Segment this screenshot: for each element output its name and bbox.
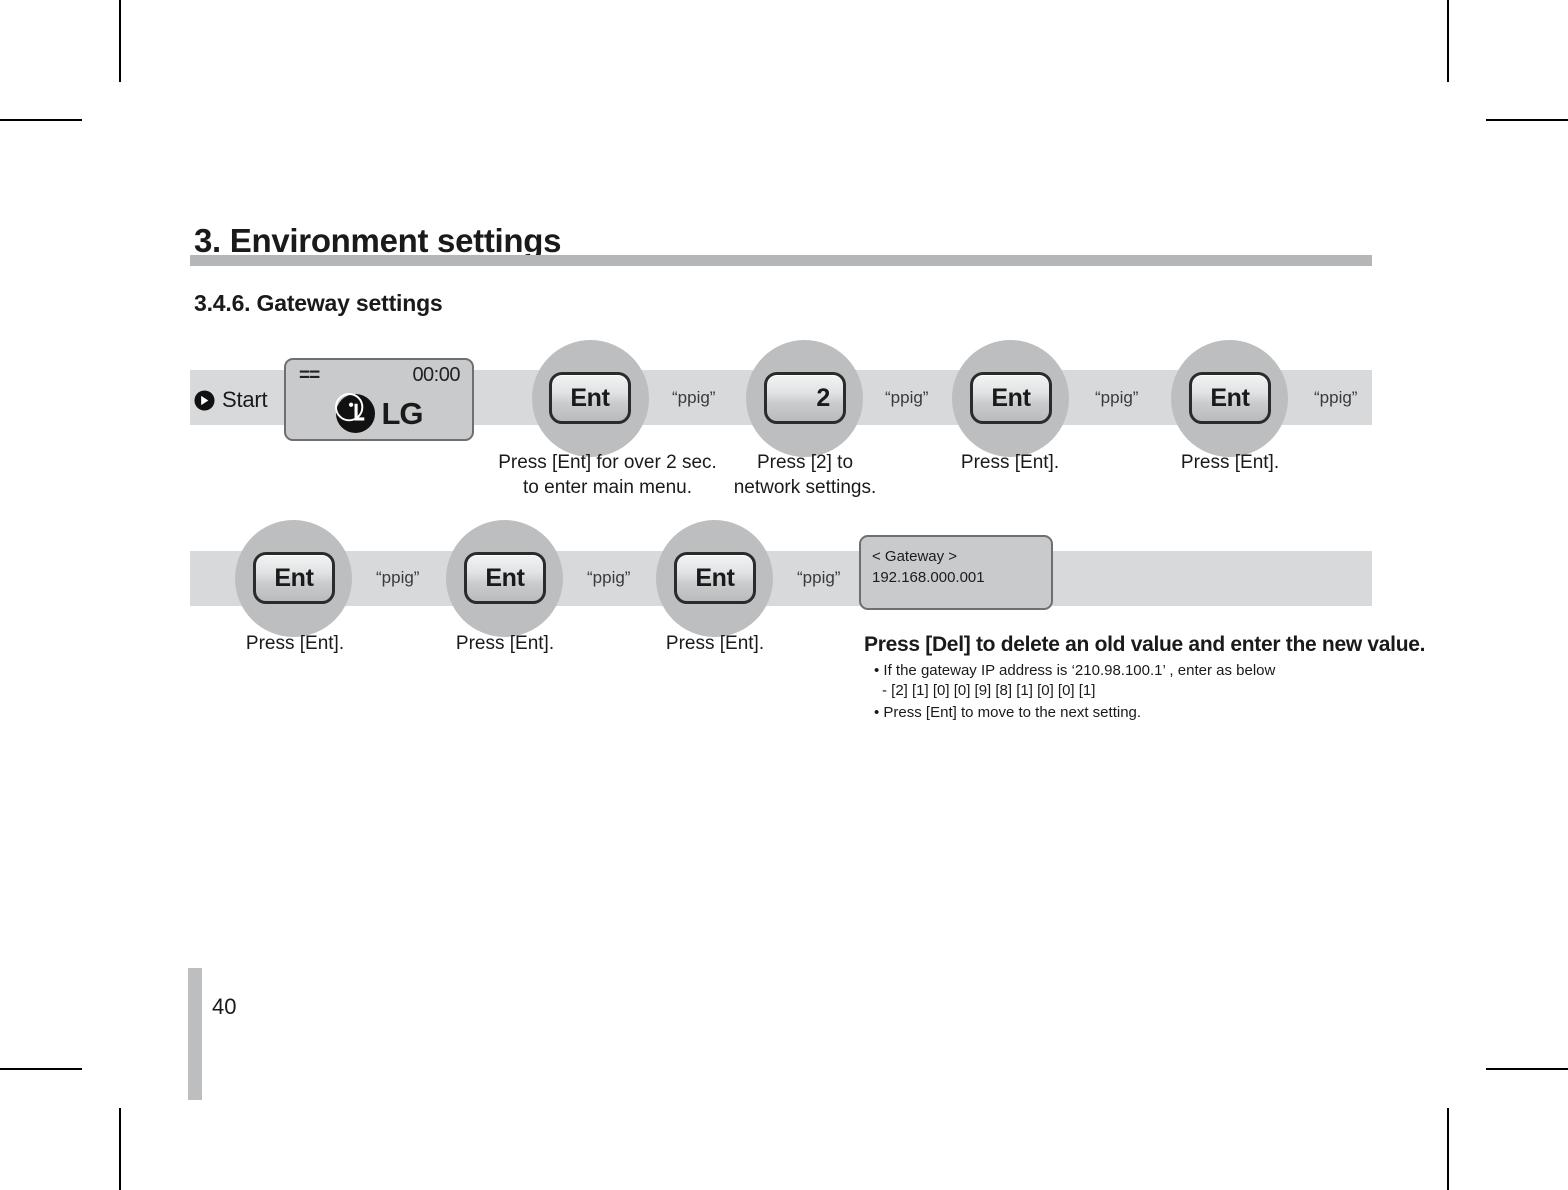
beep-label: “ppig” xyxy=(1095,388,1139,407)
flow-row-1: Start == 00:00 LG Ent “ppig” Press [Ent]… xyxy=(190,330,1372,540)
note-bullet-1: • If the gateway IP address is ‘210.98.1… xyxy=(874,662,1276,679)
key-button-ent[interactable]: Ent xyxy=(1189,372,1271,424)
step-caption: Press [Ent]. xyxy=(665,633,765,654)
flow-row-2: Ent “ppig” Press [Ent]. Ent “ppig” Press… xyxy=(190,511,1372,721)
section-title: 3.4.6. Gateway settings xyxy=(194,290,443,316)
step-caption: Press [2] to network settings. xyxy=(733,452,877,498)
beep-label: “ppig” xyxy=(672,388,716,407)
gateway-title: < Gateway > xyxy=(872,548,958,565)
crop-mark-top-right-vertical xyxy=(1447,0,1449,82)
key-button-ent[interactable]: Ent xyxy=(464,552,546,604)
start-label: Start xyxy=(222,387,268,412)
note-heading: Press [Del] to delete an old value and e… xyxy=(864,633,1426,656)
crop-mark-top-right-horizontal xyxy=(1486,119,1568,121)
page-number: 40 xyxy=(212,994,237,1019)
step-caption: Press [Ent]. xyxy=(960,452,1060,473)
page-title: 3. Environment settings xyxy=(194,222,562,259)
flow-band-row-2 xyxy=(190,551,1372,606)
step-caption: Press [Ent]. xyxy=(455,633,555,654)
beep-label: “ppig” xyxy=(885,388,929,407)
step-caption: Press [Ent]. xyxy=(245,633,345,654)
key-button-ent[interactable]: Ent xyxy=(549,372,631,424)
crop-mark-bottom-right-vertical xyxy=(1447,1108,1449,1190)
beep-label: “ppig” xyxy=(587,568,631,587)
arrow-right-circle-icon xyxy=(194,389,215,411)
beep-label: “ppig” xyxy=(1314,388,1358,407)
crop-mark-top-left-vertical xyxy=(119,0,121,82)
crop-mark-bottom-right-horizontal xyxy=(1486,1068,1568,1070)
note-bullet-2: • Press [Ent] to move to the next settin… xyxy=(874,704,1142,721)
lcd-clock: 00:00 xyxy=(412,364,460,386)
lcd-indicator: == xyxy=(299,365,320,386)
chapter-divider xyxy=(190,255,1372,266)
crop-mark-bottom-left-vertical xyxy=(119,1108,121,1190)
note-block: Press [Del] to delete an old value and e… xyxy=(864,633,1426,721)
key-button-2[interactable]: 2 xyxy=(764,372,846,424)
gateway-value: 192.168.000.001 xyxy=(872,569,985,586)
lg-logo: LG xyxy=(286,393,472,434)
note-sub-1: - [2] [1] [0] [0] [9] [8] [1] [0] [0] [1… xyxy=(882,682,1096,699)
start-marker: Start xyxy=(194,387,268,413)
lg-wordmark: LG xyxy=(381,395,423,431)
lg-circle-face-icon xyxy=(335,393,376,434)
key-button-ent[interactable]: Ent xyxy=(970,372,1052,424)
lcd-start-screen: == 00:00 LG xyxy=(284,358,474,441)
lcd-gateway-screen: < Gateway > 192.168.000.001 xyxy=(859,535,1053,610)
step-caption: Press [Ent] for over 2 sec. to enter mai… xyxy=(498,452,717,498)
step-caption: Press [Ent]. xyxy=(1180,452,1280,473)
key-button-ent[interactable]: Ent xyxy=(674,552,756,604)
crop-mark-bottom-left-horizontal xyxy=(0,1068,82,1070)
page-edge-bar xyxy=(188,968,202,1100)
beep-label: “ppig” xyxy=(797,568,841,587)
crop-mark-top-left-horizontal xyxy=(0,119,82,121)
key-button-ent[interactable]: Ent xyxy=(253,552,335,604)
beep-label: “ppig” xyxy=(376,568,420,587)
